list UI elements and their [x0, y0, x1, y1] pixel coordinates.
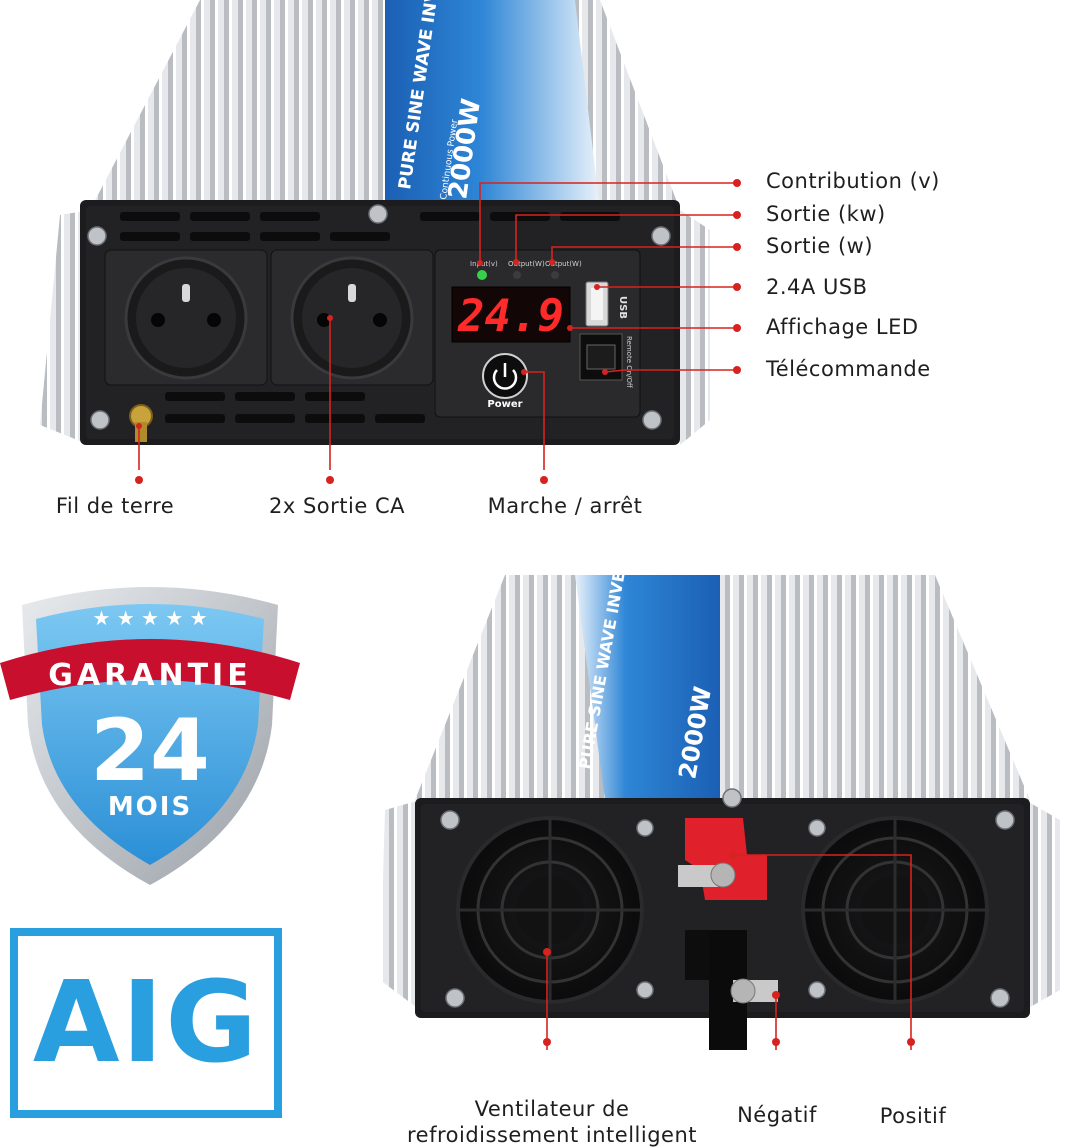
svg-text:★ ★ ★ ★ ★: ★ ★ ★ ★ ★ — [92, 606, 207, 630]
ac-outlet-2 — [270, 249, 434, 386]
callout-cooling-fan: Ventilateur de refroidissement intellige… — [407, 1097, 697, 1147]
callout-remote: Télécommande — [766, 357, 931, 381]
power-button[interactable] — [482, 353, 528, 399]
warranty-unit: MOIS — [108, 792, 192, 822]
remote-label: Remote On/Off — [625, 336, 633, 388]
callout-output-w: Sortie (w) — [766, 234, 874, 258]
inverter-back-illustration: PURE SINE WAVE INVERTER 2000W — [380, 570, 1060, 1050]
indicator-input-label: Input(v) — [470, 260, 498, 268]
cooling-fan-left — [456, 816, 644, 1004]
warranty-title: GARANTIE — [48, 658, 251, 693]
warranty-badge: ★ ★ ★ ★ ★ GARANTIE 24 MOIS — [0, 587, 300, 885]
callout-ac-outlets: 2x Sortie CA — [269, 494, 405, 518]
callout-positive: Positif — [879, 1104, 947, 1128]
positive-terminal — [678, 818, 767, 900]
cooling-fan-right — [801, 816, 989, 1004]
callout-output-kw: Sortie (kw) — [766, 202, 886, 226]
negative-terminal — [709, 930, 778, 1050]
callout-bullets — [720, 179, 741, 374]
callout-power-switch: Marche / arrêt — [487, 494, 643, 518]
callout-bullets-bottom — [135, 476, 548, 484]
ac-outlet-1 — [104, 249, 268, 386]
usb-label: USB — [617, 296, 628, 319]
callout-led-display: Affichage LED — [766, 315, 919, 339]
callout-negative: Négatif — [737, 1103, 817, 1127]
callout-input-voltage: Contribution (v) — [766, 169, 940, 193]
warranty-number: 24 — [90, 701, 210, 801]
callout-ground-wire: Fil de terre — [55, 494, 175, 518]
indicator-output-w-label: Output(W) — [545, 260, 582, 268]
aig-logo-text: AIG — [32, 958, 260, 1088]
power-label: Power — [487, 399, 522, 410]
aig-logo: AIG — [10, 928, 282, 1118]
indicator-input-led — [477, 270, 487, 280]
led-display-value: 24.9 — [457, 291, 564, 342]
indicator-output-kw-led — [513, 271, 521, 279]
inverter-front-illustration: PURE SINE WAVE INVERTER 2000W Continuous… — [40, 0, 720, 470]
indicator-output-kw-label: Output(W) — [508, 260, 545, 268]
indicator-output-w-led — [551, 271, 559, 279]
led-display — [451, 286, 571, 343]
callout-usb: 2.4A USB — [766, 275, 868, 299]
